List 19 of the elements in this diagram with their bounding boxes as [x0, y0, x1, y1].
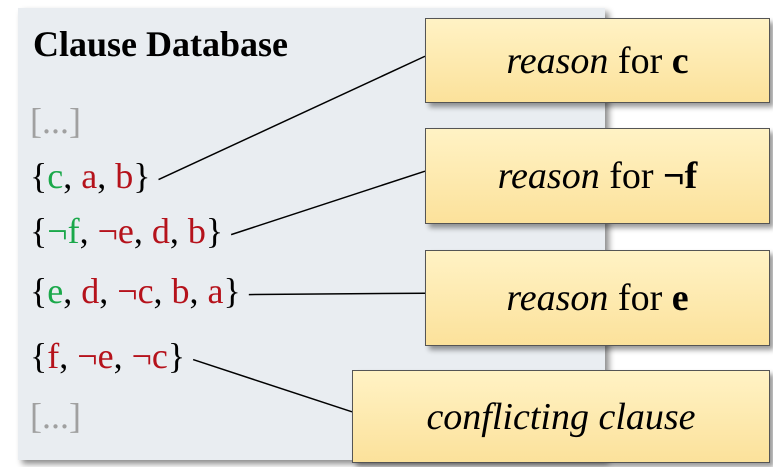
leader-line [230, 170, 426, 236]
clause-text: {f, ¬e, ¬c} [30, 338, 186, 374]
callout-box [425, 250, 770, 346]
leader-line [158, 56, 426, 180]
callout-text: reason for ¬f [498, 157, 698, 195]
clause-text: {¬f, ¬e, d, b} [30, 213, 224, 249]
callout-text: conflicting clause [426, 398, 696, 436]
callout-box [352, 370, 770, 463]
panel-title: Clause Database [33, 26, 288, 62]
leader-line [248, 292, 425, 296]
leader-line [192, 358, 352, 413]
clause-text: {c, a, b} [30, 158, 151, 194]
callout-box [425, 128, 770, 224]
callout-box [425, 18, 770, 103]
callout-text: reason for c [506, 42, 689, 80]
ellipsis-text: [...] [30, 398, 81, 434]
clause-text: {e, d, ¬c, b, a} [30, 273, 241, 309]
ellipsis-text: [...] [30, 103, 81, 139]
callout-text: reason for e [506, 279, 689, 317]
